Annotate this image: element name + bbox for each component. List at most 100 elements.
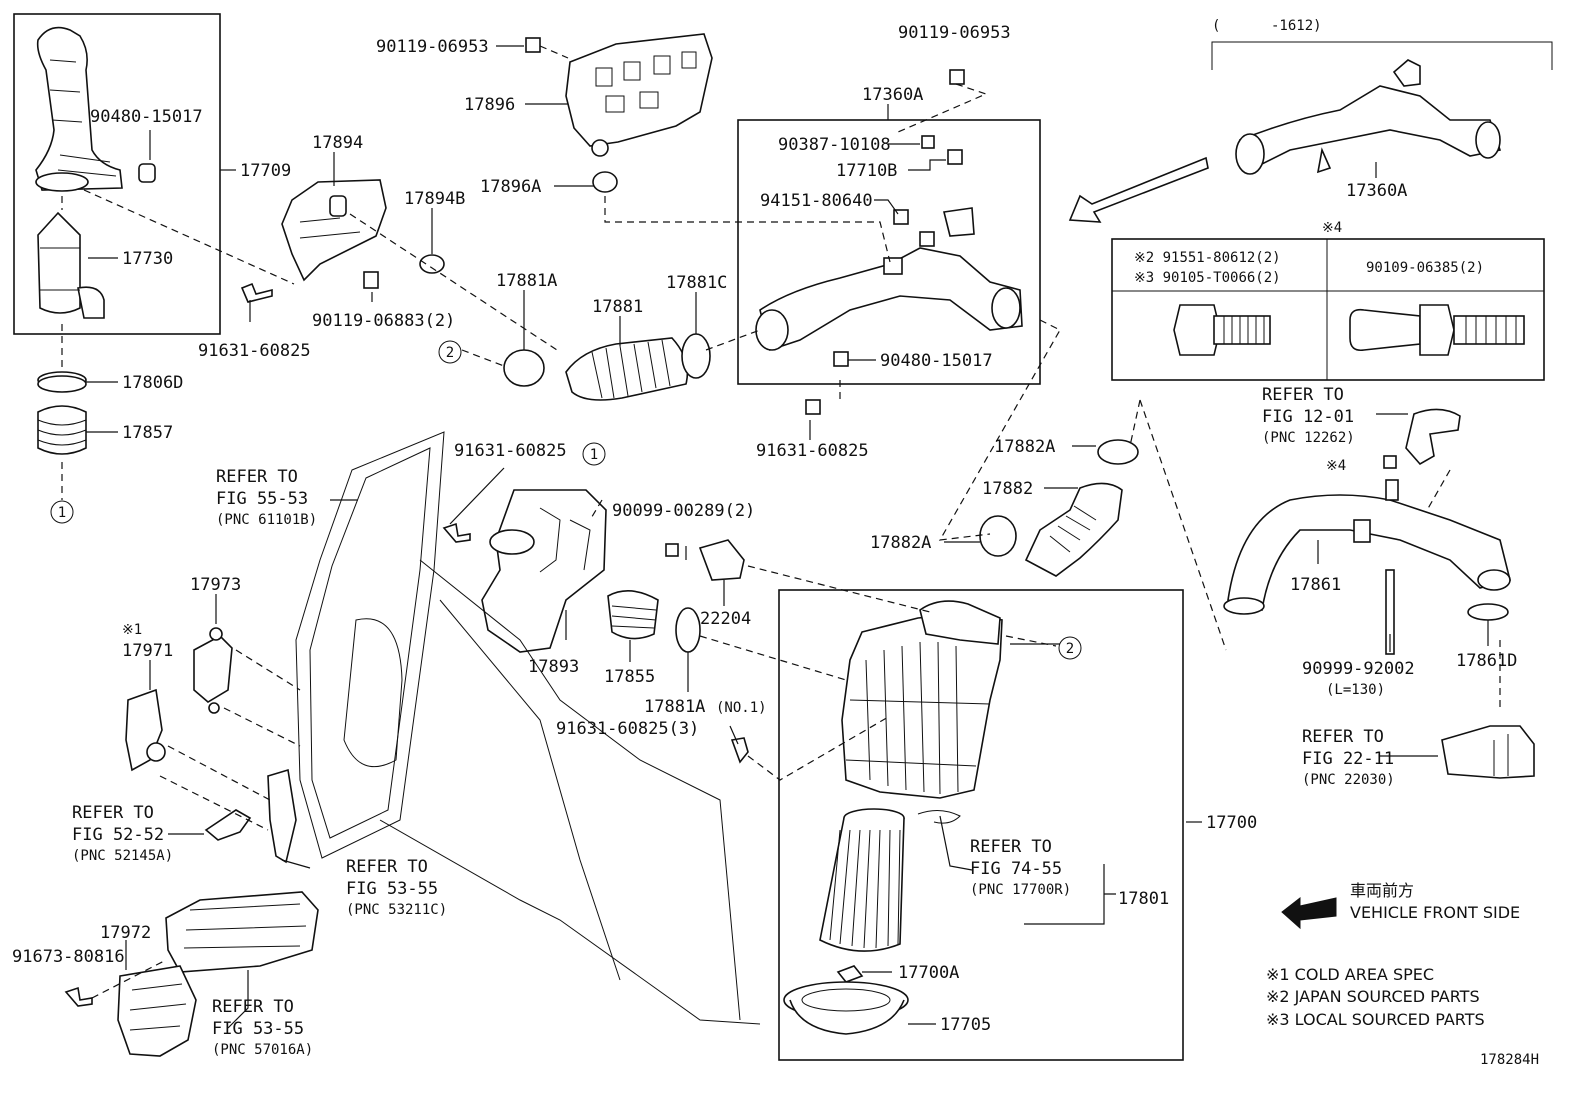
vehicle-front-jp: 車両前方 <box>1350 881 1414 900</box>
label-17881A: 17881A <box>496 271 557 291</box>
label-17801: 17801 <box>1118 889 1169 909</box>
leader-lines <box>86 45 1489 1029</box>
label-17855: 17855 <box>604 667 655 687</box>
legend-item-2: ※2 JAPAN SOURCED PARTS <box>1266 987 1480 1006</box>
label-17881: 17881 <box>592 297 643 317</box>
bolt-90480-15017-a <box>138 163 156 183</box>
bolt-icon-left <box>1173 304 1271 356</box>
svg-text:1: 1 <box>590 447 598 463</box>
label-17894: 17894 <box>312 133 363 153</box>
callout-circle-1-left: 1 <box>50 500 74 524</box>
label-17881A-no1: 17881A <box>644 697 705 717</box>
label-90119-06953-b: 90119-06953 <box>898 23 1011 43</box>
clamp-17882A-bottom <box>979 515 1017 557</box>
svg-text:2: 2 <box>1066 641 1074 657</box>
refer-fig-55-53: REFER TO FIG 55-53 (PNC 61101B) <box>216 467 317 528</box>
label-17881C: 17881C <box>666 273 727 293</box>
label-90480-15017-a: 90480-15017 <box>90 107 203 127</box>
vehicle-front-en: VEHICLE FRONT SIDE <box>1350 903 1520 922</box>
clamp-17882A-top <box>1097 439 1139 465</box>
hose-17857 <box>37 405 87 455</box>
bolt-91631-60825-3 <box>730 737 749 764</box>
clamp-17881C <box>681 333 711 379</box>
svg-text:(PNC 17700R): (PNC 17700R) <box>970 882 1071 898</box>
label-17896A: 17896A <box>480 177 541 197</box>
group-box-17709 <box>13 13 221 335</box>
label-17360A-right: 17360A <box>1346 181 1407 201</box>
date-range: ( -1612) <box>1212 18 1322 34</box>
air-duct-17709 <box>35 26 123 192</box>
part-labels: 17709 90480-15017 17730 17806D 17857 916… <box>12 23 1517 1035</box>
label-22204: 22204 <box>700 609 751 629</box>
label-90999-length: (L=130) <box>1326 682 1385 698</box>
label-17882: 17882 <box>982 479 1033 499</box>
bolt-icon-right <box>1349 304 1525 356</box>
svg-text:FIG 22-11: FIG 22-11 <box>1302 749 1394 769</box>
bolt-90119-06953-a <box>525 37 541 53</box>
bolt-90119-06883 <box>363 271 379 289</box>
label-17881A-no1-suffix: (NO.1) <box>716 700 767 716</box>
label-17861: 17861 <box>1290 575 1341 595</box>
refer-fig-52-52: REFER TO FIG 52-52 (PNC 52145A) <box>72 803 173 864</box>
figure-id: 178284H <box>1480 1052 1539 1068</box>
callout-circle-2-right: 2 <box>1058 636 1082 660</box>
svg-text:(PNC 52145A): (PNC 52145A) <box>72 848 173 864</box>
svg-text:(PNC 12262): (PNC 12262) <box>1262 430 1355 446</box>
label-17882A-bottom: 17882A <box>870 533 931 553</box>
clip-sketch <box>917 810 961 824</box>
front-arrow <box>1281 896 1337 930</box>
bolt-note4 <box>1383 455 1397 469</box>
hose-refer-12-01 <box>1405 408 1461 466</box>
legend: ※1 COLD AREA SPEC ※2 JAPAN SOURCED PARTS… <box>1266 965 1485 1029</box>
arrow-17360A <box>1068 156 1209 223</box>
refer-fig-22-11: REFER TO FIG 22-11 (PNC 22030) <box>1302 727 1395 788</box>
label-17705: 17705 <box>940 1015 991 1035</box>
label-17896: 17896 <box>464 95 515 115</box>
bracket-17973 <box>193 627 233 714</box>
cap-17705 <box>783 981 909 1035</box>
label-91631-60825-a: 91631-60825 <box>198 341 311 361</box>
label-91631-60825-b: 91631-60825 <box>756 441 869 461</box>
label-90119-06883: 90119-06883(2) <box>312 311 455 331</box>
bolt-table-left-row2: ※3 90105-T0066(2) <box>1134 270 1281 286</box>
resonator-17730 <box>37 211 105 319</box>
label-17710B: 17710B <box>836 161 897 181</box>
dashed-lines <box>61 45 1501 999</box>
label-note4-bolt: ※4 <box>1326 458 1346 474</box>
svg-text:REFER TO: REFER TO <box>1302 727 1384 747</box>
label-91631-60825-c: 91631-60825 <box>454 441 567 461</box>
label-91673-80816: 91673-80816 <box>12 947 125 967</box>
duct-17893 <box>481 489 607 653</box>
bolt-90119-06953-b <box>949 69 965 85</box>
cover-17896 <box>565 33 713 157</box>
rod-90999-92002 <box>1385 569 1395 655</box>
callout-circle-2-left: 2 <box>438 340 462 364</box>
label-17893: 17893 <box>528 657 579 677</box>
pipe-17360A <box>1235 59 1502 175</box>
refer-fig-12-01: REFER TO FIG 12-01 (PNC 12262) <box>1262 385 1355 446</box>
svg-text:FIG 55-53: FIG 55-53 <box>216 489 308 509</box>
label-17700: 17700 <box>1206 813 1257 833</box>
label-17806D: 17806D <box>122 373 183 393</box>
pipe-17360A-assembly <box>755 135 1023 367</box>
shield-refer-53-55 <box>117 965 197 1057</box>
svg-text:REFER TO: REFER TO <box>970 837 1052 857</box>
svg-text:FIG 74-55: FIG 74-55 <box>970 859 1062 879</box>
clamp-17861D <box>1467 603 1509 621</box>
hose-17881 <box>565 337 689 401</box>
label-94151-80640: 94151-80640 <box>760 191 873 211</box>
label-17730: 17730 <box>122 249 173 269</box>
label-17882A-top: 17882A <box>994 437 1055 457</box>
svg-text:FIG 52-52: FIG 52-52 <box>72 825 164 845</box>
svg-text:REFER TO: REFER TO <box>346 857 428 877</box>
svg-text:FIG 12-01: FIG 12-01 <box>1262 407 1354 427</box>
legend-item-1: ※1 COLD AREA SPEC <box>1266 965 1434 984</box>
bolt-91673-80816 <box>64 986 93 1007</box>
svg-text:2: 2 <box>446 345 454 361</box>
label-90099-00289: 90099-00289(2) <box>612 501 755 521</box>
label-17700A: 17700A <box>898 963 959 983</box>
svg-text:(PNC 22030): (PNC 22030) <box>1302 772 1395 788</box>
bolt-91631-60825-c <box>442 522 471 543</box>
bracket-17894 <box>281 179 387 282</box>
